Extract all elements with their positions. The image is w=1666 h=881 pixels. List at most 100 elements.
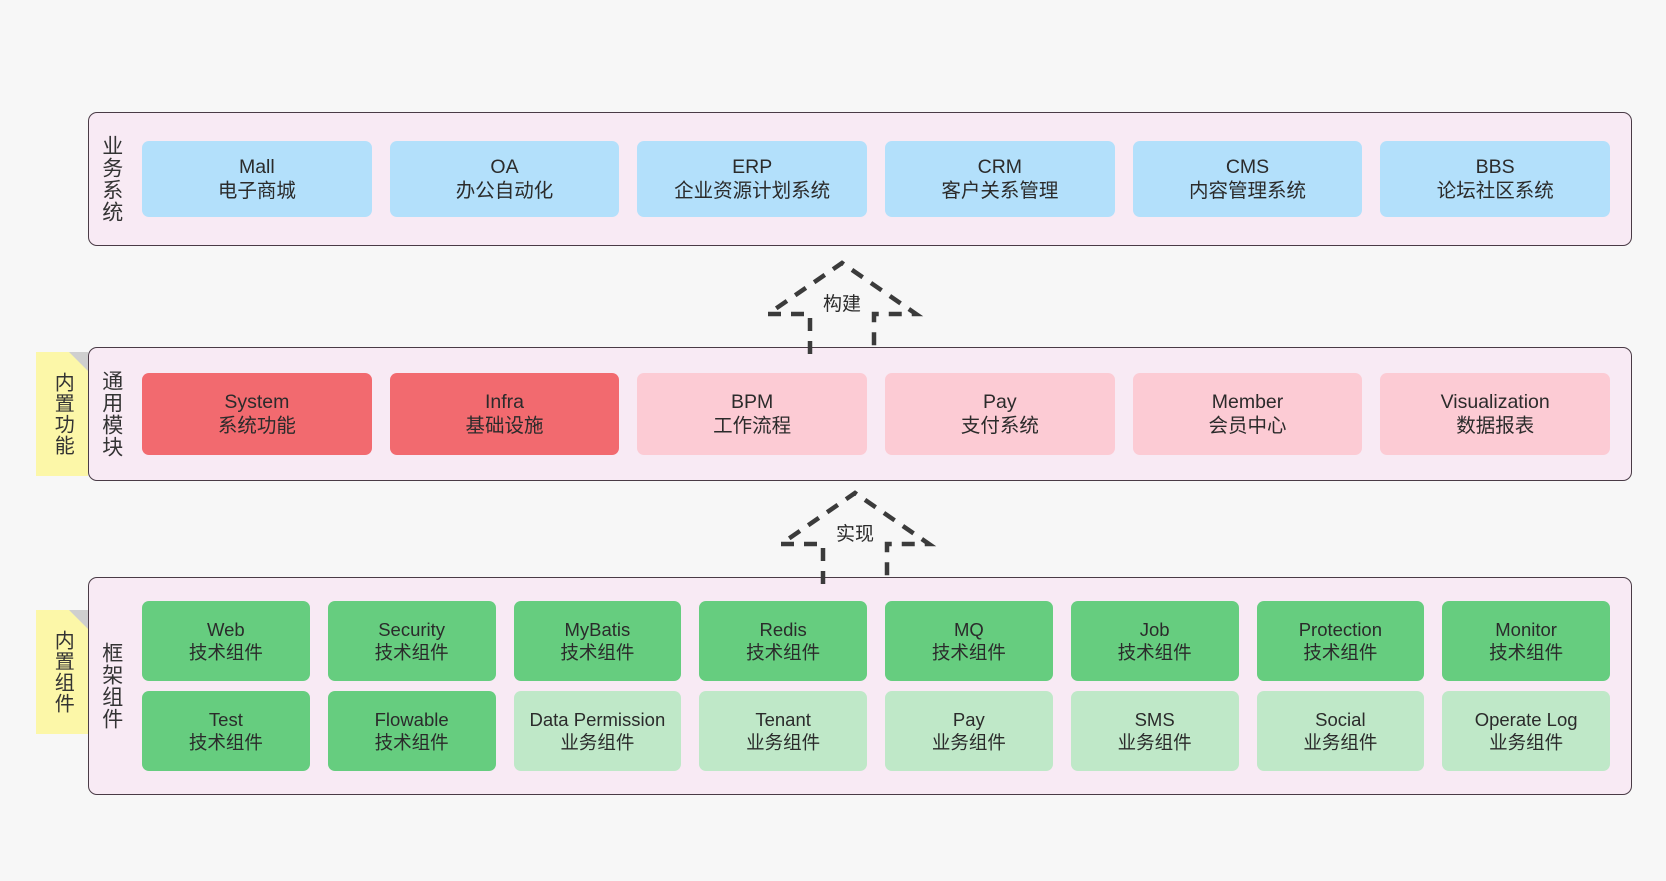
card-title: Job [1139, 618, 1170, 640]
card-title: Pay [983, 390, 1017, 413]
card-title: Security [378, 618, 446, 640]
card-subtitle: 企业资源计划系统 [674, 180, 831, 202]
arrow-build: 构建 [760, 258, 924, 354]
card-subtitle: 技术组件 [1117, 642, 1192, 663]
page-fold-icon [69, 610, 88, 629]
card-title: ERP [732, 155, 773, 178]
layer-business-systems: 业务系统 Mall 电子商城 OA 办公自动化 ERP 企业资源计划系统 CRM… [88, 112, 1632, 246]
card-title: Data Permission [529, 708, 666, 730]
card-web[interactable]: Web 技术组件 [142, 601, 310, 681]
card-system[interactable]: System 系统功能 [142, 373, 372, 455]
note-builtin-function-label: 内置功能 [51, 372, 74, 456]
layer-label-framework-components: 框架组件 [99, 642, 123, 730]
card-subtitle: 技术组件 [188, 732, 263, 753]
card-cms[interactable]: CMS 内容管理系统 [1132, 141, 1363, 217]
card-title: Infra [484, 390, 525, 413]
card-title: MQ [953, 618, 984, 640]
arrow-implement-label: 实现 [833, 524, 877, 546]
card-oa[interactable]: OA 办公自动化 [389, 141, 620, 217]
layer-body-framework-components: Web 技术组件 Security 技术组件 MyBatis 技术组件 Redi… [133, 578, 1631, 794]
card-title: Member [1211, 390, 1284, 413]
card-title: System [224, 390, 290, 413]
card-subtitle: 技术组件 [374, 642, 449, 663]
card-subtitle: 业务组件 [746, 732, 821, 753]
card-redis[interactable]: Redis 技术组件 [699, 601, 867, 681]
card-subtitle: 技术组件 [931, 642, 1006, 663]
card-title: BPM [731, 390, 774, 413]
card-subtitle: 技术组件 [1489, 642, 1564, 663]
card-crm[interactable]: CRM 客户关系管理 [885, 141, 1115, 217]
card-subtitle: 客户关系管理 [941, 180, 1059, 202]
layer-framework-components: 框架组件 Web 技术组件 Security 技术组件 MyBatis 技术组件… [88, 577, 1632, 795]
note-builtin-component-label: 内置组件 [51, 630, 74, 714]
card-subtitle: 技术组件 [746, 642, 821, 663]
card-subtitle: 数据报表 [1456, 415, 1535, 437]
card-erp[interactable]: ERP 企业资源计划系统 [637, 141, 868, 217]
card-pay-business[interactable]: Pay 业务组件 [885, 691, 1053, 771]
card-title: Monitor [1495, 618, 1557, 640]
card-operate-log[interactable]: Operate Log 业务组件 [1442, 691, 1610, 771]
layer-body-business-systems: Mall 电子商城 OA 办公自动化 ERP 企业资源计划系统 CRM 客户关系… [133, 113, 1631, 245]
card-mall[interactable]: Mall 电子商城 [142, 141, 372, 217]
card-subtitle: 技术组件 [1303, 642, 1378, 663]
card-visualization[interactable]: Visualization 数据报表 [1380, 373, 1611, 455]
card-title: BBS [1475, 155, 1515, 178]
card-subtitle: 技术组件 [188, 642, 263, 663]
card-title: Flowable [374, 708, 449, 730]
page-fold-icon [69, 352, 88, 371]
card-title: Visualization [1440, 390, 1550, 413]
framework-row-technical: Web 技术组件 Security 技术组件 MyBatis 技术组件 Redi… [133, 601, 1619, 681]
card-bbs[interactable]: BBS 论坛社区系统 [1380, 141, 1611, 217]
card-subtitle: 业务组件 [560, 732, 635, 753]
card-subtitle: 工作流程 [713, 415, 792, 437]
card-subtitle: 业务组件 [1303, 732, 1378, 753]
card-protection[interactable]: Protection 技术组件 [1256, 601, 1425, 681]
card-job[interactable]: Job 技术组件 [1070, 601, 1239, 681]
card-title: Protection [1298, 618, 1383, 640]
card-security[interactable]: Security 技术组件 [327, 601, 496, 681]
card-subtitle: 办公自动化 [455, 180, 554, 202]
card-member[interactable]: Member 会员中心 [1132, 373, 1363, 455]
card-subtitle: 业务组件 [1489, 732, 1564, 753]
arrow-implement: 实现 [773, 488, 937, 584]
card-title: Web [207, 618, 245, 640]
card-test[interactable]: Test 技术组件 [142, 691, 310, 771]
card-title: MyBatis [564, 618, 631, 640]
card-monitor[interactable]: Monitor 技术组件 [1442, 601, 1610, 681]
card-bpm[interactable]: BPM 工作流程 [637, 373, 868, 455]
layer-label-business-systems: 业务系统 [99, 135, 123, 223]
card-flowable[interactable]: Flowable 技术组件 [327, 691, 496, 771]
card-title: Mall [238, 155, 275, 178]
card-mq[interactable]: MQ 技术组件 [885, 601, 1053, 681]
card-title: Redis [759, 618, 807, 640]
card-pay[interactable]: Pay 支付系统 [885, 373, 1115, 455]
card-subtitle: 内容管理系统 [1189, 180, 1307, 202]
card-subtitle: 技术组件 [374, 732, 449, 753]
card-subtitle: 支付系统 [960, 415, 1039, 437]
card-mybatis[interactable]: MyBatis 技术组件 [513, 601, 682, 681]
note-builtin-component: 内置组件 [36, 610, 88, 734]
card-sms[interactable]: SMS 业务组件 [1070, 691, 1239, 771]
layer-body-common-modules: System 系统功能 Infra 基础设施 BPM 工作流程 Pay 支付系统… [133, 348, 1631, 480]
card-subtitle: 业务组件 [1117, 732, 1192, 753]
card-tenant[interactable]: Tenant 业务组件 [699, 691, 867, 771]
framework-row-business: Test 技术组件 Flowable 技术组件 Data Permission … [133, 691, 1619, 771]
card-data-permission[interactable]: Data Permission 业务组件 [513, 691, 682, 771]
note-builtin-function: 内置功能 [36, 352, 88, 476]
card-subtitle: 基础设施 [465, 415, 544, 437]
card-title: Tenant [755, 708, 811, 730]
card-title: Pay [952, 708, 985, 730]
layer-label-common-modules: 通用模块 [99, 370, 123, 458]
card-social[interactable]: Social 业务组件 [1256, 691, 1425, 771]
card-title: Social [1315, 708, 1366, 730]
card-title: SMS [1134, 708, 1175, 730]
card-subtitle: 会员中心 [1208, 415, 1287, 437]
arrow-build-label: 构建 [820, 294, 864, 316]
card-title: OA [490, 155, 519, 178]
card-subtitle: 系统功能 [217, 415, 296, 437]
card-infra[interactable]: Infra 基础设施 [389, 373, 620, 455]
card-title: CMS [1225, 155, 1270, 178]
card-subtitle: 电子商城 [217, 180, 296, 202]
card-title: Test [208, 708, 243, 730]
